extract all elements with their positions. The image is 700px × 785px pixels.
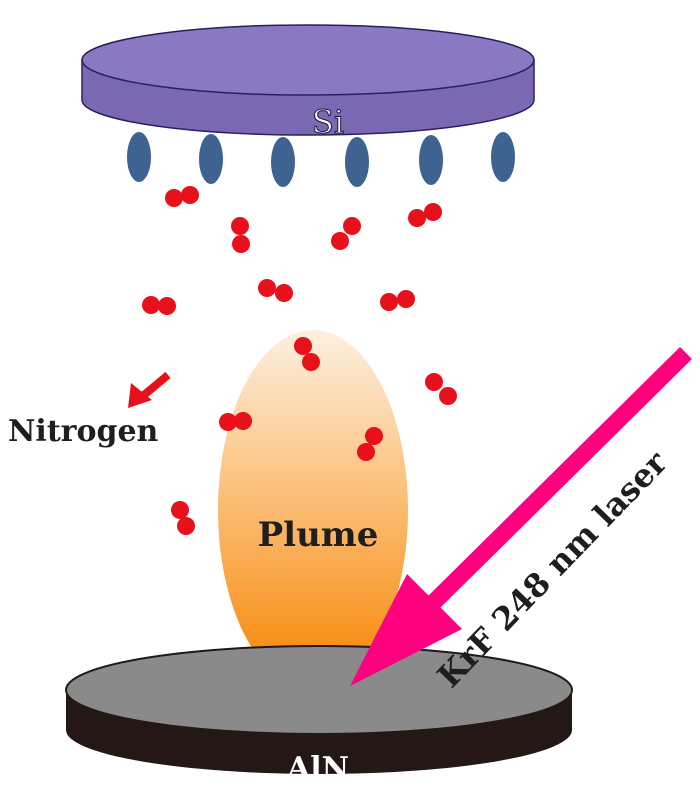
n2-molecule-icon <box>258 279 293 302</box>
laser-beam-arrow <box>350 346 692 686</box>
n2-molecule-icon <box>171 501 195 535</box>
n2-molecule-icon <box>294 337 320 371</box>
si-label: Si <box>312 103 344 141</box>
plume <box>218 330 408 690</box>
deposit-droplet-icon <box>345 137 369 187</box>
deposit-droplet-icon <box>199 134 223 184</box>
aln-label: AlN <box>286 751 349 785</box>
droplet-row <box>127 132 515 187</box>
n2-molecule-icon <box>219 412 252 431</box>
n2-molecule-icon <box>425 373 457 405</box>
n2-molecule-icon <box>142 296 176 315</box>
aln-target: AlN <box>65 645 573 785</box>
plume-label: Plume <box>258 515 379 555</box>
n2-molecule-icon <box>357 427 383 461</box>
deposit-droplet-icon <box>419 135 443 185</box>
arrow-down-left-icon <box>128 371 171 408</box>
si-substrate: Si <box>81 24 535 142</box>
nitrogen-label: Nitrogen <box>8 414 159 449</box>
n2-molecule-icon <box>331 217 361 250</box>
deposit-droplet-icon <box>491 132 515 182</box>
n2-molecule-icon <box>231 217 250 253</box>
nitrogen-molecules <box>142 186 457 535</box>
n2-molecule-icon <box>165 186 199 207</box>
deposit-droplet-icon <box>271 137 295 187</box>
n2-molecule-icon <box>408 203 442 227</box>
n2-molecule-icon <box>380 290 415 311</box>
deposit-droplet-icon <box>127 132 151 182</box>
